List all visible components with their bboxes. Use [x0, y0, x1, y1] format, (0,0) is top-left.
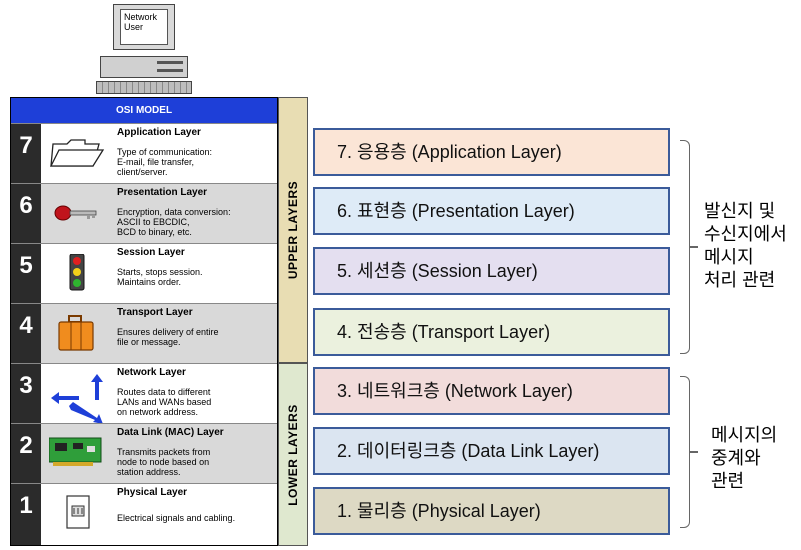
layer-number: 6: [11, 184, 41, 243]
upper-layers-band: UPPER LAYERS: [278, 97, 308, 363]
network-card-icon: [48, 434, 105, 472]
layer-description: Ensures delivery of entire file or messa…: [117, 327, 219, 347]
osi-row-session: 5 Session Layer Starts, stops session. M…: [11, 243, 277, 303]
layer-description: Electrical signals and cabling.: [117, 513, 236, 523]
layer-title: Data Link (MAC) Layer: [117, 427, 224, 438]
layer-description: Type of communication: E-mail, file tran…: [117, 147, 213, 177]
layer-title: Presentation Layer: [117, 187, 208, 198]
korean-layer-1-box: 1. 물리층 (Physical Layer): [313, 487, 670, 535]
layer-title: Network Layer: [117, 367, 186, 378]
osi-row-transport: 4 Transport Layer Ensures delivery of en…: [11, 303, 277, 363]
layer-title: Application Layer: [117, 127, 201, 138]
lower-layers-band: LOWER LAYERS: [278, 363, 308, 546]
korean-layer-4-box: 4. 전송층 (Transport Layer): [313, 308, 670, 356]
layer-title: Transport Layer: [117, 307, 193, 318]
layer-number: 2: [11, 424, 41, 483]
keyboard: [96, 81, 192, 94]
layer-description: Transmits packets from node to node base…: [117, 447, 211, 477]
upper-group-description: 발신지 및 수신지에서 메시지 처리 관련: [704, 201, 787, 290]
lower-layers-label: LOWER LAYERS: [286, 403, 300, 506]
upper-layers-label: UPPER LAYERS: [286, 180, 300, 280]
upper-group-brace-tip: [690, 246, 698, 248]
network-user-computer-icon: Network User: [96, 0, 192, 96]
routing-arrows-icon: [49, 374, 105, 424]
lower-group-brace: [680, 376, 690, 528]
layer-number: 3: [11, 364, 41, 423]
layer-number: 1: [11, 484, 41, 545]
osi-row-data-link: 2 Data Link (MAC) Layer Transmits packet…: [11, 423, 277, 483]
traffic-light-icon: [49, 253, 105, 292]
layer-title: Physical Layer: [117, 487, 188, 498]
layer-title: Session Layer: [117, 247, 185, 258]
lower-group-description: 메시지의 중계와 관련: [711, 425, 778, 491]
korean-layer-6-box: 6. 표현층 (Presentation Layer): [313, 187, 670, 235]
korean-layer-5-box: 5. 세션층 (Session Layer): [313, 247, 670, 295]
layer-description: Starts, stops session. Maintains order.: [117, 267, 203, 287]
korean-layer-3-box: 3. 네트워크층 (Network Layer): [313, 367, 670, 415]
korean-layer-7-box: 7. 응용층 (Application Layer): [313, 128, 670, 176]
network-port-icon: [49, 494, 105, 532]
folder-icon: [49, 134, 105, 172]
layer-description: Encryption, data conversion: ASCII to EB…: [117, 207, 231, 237]
upper-group-brace: [680, 140, 690, 354]
key-icon: [49, 194, 105, 232]
osi-row-application: 7 Application Layer Type of communicatio…: [11, 123, 277, 183]
monitor-screen-text: Network User: [120, 9, 168, 45]
suitcase-icon: [49, 314, 105, 352]
osi-model-header: OSI MODEL: [11, 98, 277, 123]
osi-row-presentation: 6 Presentation Layer Encryption, data co…: [11, 183, 277, 243]
layer-description: Routes data to different LANs and WANs b…: [117, 387, 212, 417]
lower-group-brace-tip: [690, 451, 698, 453]
osi-row-network: 3 Network Layer Routes data to different…: [11, 363, 277, 424]
osi-row-physical: 1 Physical Layer Electrical signals and …: [11, 483, 277, 545]
osi-model-table: OSI MODEL 7 Application Layer Type of co…: [10, 97, 278, 546]
korean-layer-2-box: 2. 데이터링크층 (Data Link Layer): [313, 427, 670, 475]
layer-number: 4: [11, 304, 41, 363]
layer-number: 5: [11, 244, 41, 303]
monitor: Network User: [113, 4, 175, 50]
layer-number: 7: [11, 124, 41, 183]
computer-case: [100, 56, 188, 78]
